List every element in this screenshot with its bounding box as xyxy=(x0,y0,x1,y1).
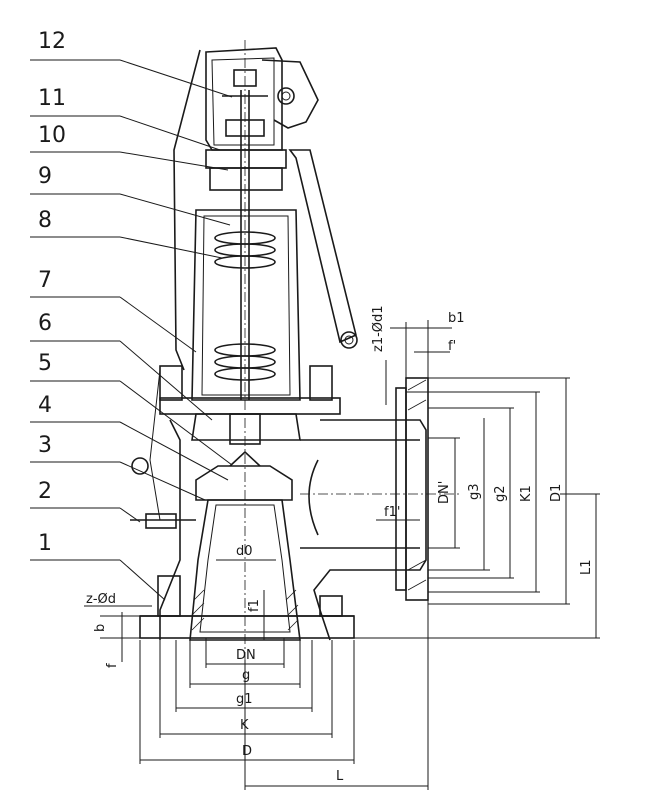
part-number-10: 10 xyxy=(38,123,66,148)
part-number-3: 3 xyxy=(38,433,52,458)
dim-f1-prime: f1' xyxy=(384,505,400,520)
dim-d1: D1 xyxy=(549,484,564,502)
part-number-9: 9 xyxy=(38,164,52,189)
dim-f-top: f' xyxy=(448,339,456,354)
dim-z-d: z-Ød xyxy=(86,592,116,607)
dim-l: L xyxy=(336,769,344,784)
dim-z1-d1: z1-Ød1 xyxy=(371,305,386,352)
dim-g: g xyxy=(242,668,250,683)
dim-k1: K1 xyxy=(519,485,534,502)
part-number-2: 2 xyxy=(38,479,52,504)
dim-l1: L1 xyxy=(579,559,594,575)
dim-d0: d0 xyxy=(236,544,253,559)
dim-f: f xyxy=(105,663,120,668)
part-number-8: 8 xyxy=(38,208,52,233)
part-number-6: 6 xyxy=(38,311,52,336)
dim-b1: b1 xyxy=(448,311,465,326)
part-number-7: 7 xyxy=(38,268,52,293)
dim-dn: DN xyxy=(236,648,256,663)
part-number-11: 11 xyxy=(38,86,66,111)
part-number-4: 4 xyxy=(38,393,52,418)
dim-g1: g1 xyxy=(236,692,253,707)
dim-dn-prime: DN' xyxy=(437,481,452,504)
part-number-12: 12 xyxy=(38,29,66,54)
part-labels: 12 11 10 9 8 7 6 5 4 3 2 1 xyxy=(30,29,233,601)
dim-d: D xyxy=(242,744,252,759)
part-number-5: 5 xyxy=(38,351,52,376)
dim-f1: f1 xyxy=(247,599,262,612)
dim-b: b xyxy=(93,624,108,632)
dimension-lines: b1 z1-Ød1 f' DN' g3 g2 K1 D1 xyxy=(84,305,600,790)
centerlines xyxy=(244,40,460,660)
dim-g3: g3 xyxy=(467,483,482,500)
part-number-1: 1 xyxy=(38,531,52,556)
dim-g2: g2 xyxy=(493,485,508,502)
